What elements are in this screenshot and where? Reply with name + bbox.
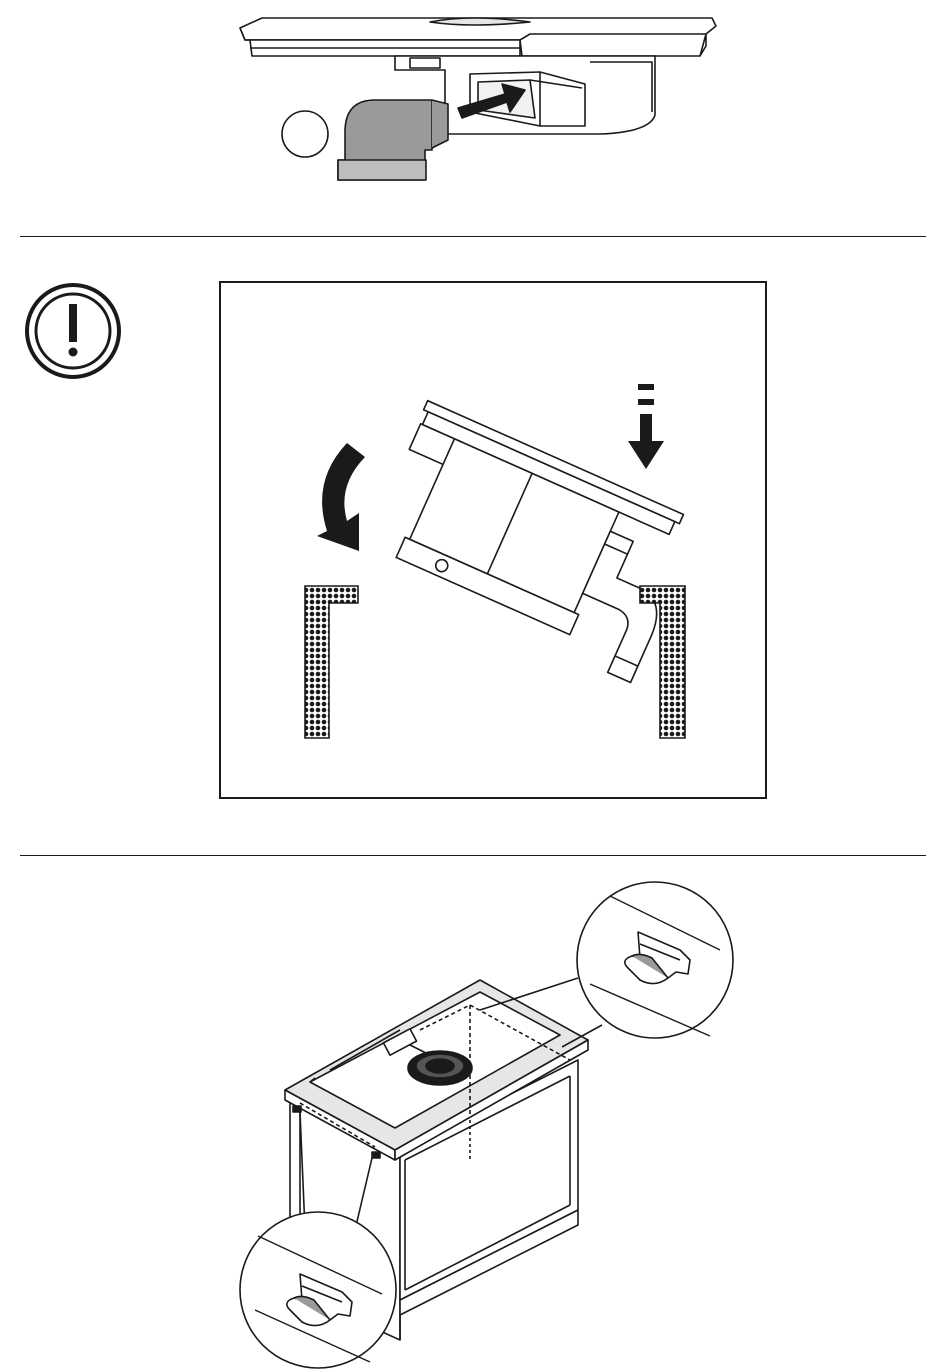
clip-marker [372, 1152, 380, 1158]
duct-connection-illustration [0, 0, 950, 200]
lowering-hob-illustration [219, 281, 767, 799]
clip-detail-top [577, 882, 733, 1038]
section-divider [20, 855, 926, 856]
clip-marker [293, 1106, 301, 1112]
cabinet-clips-illustration [0, 860, 950, 1372]
callout-number [281, 112, 329, 156]
clip-detail-bottom [240, 1212, 396, 1368]
exclamation-circle-icon [24, 282, 122, 380]
section-divider [20, 236, 926, 237]
